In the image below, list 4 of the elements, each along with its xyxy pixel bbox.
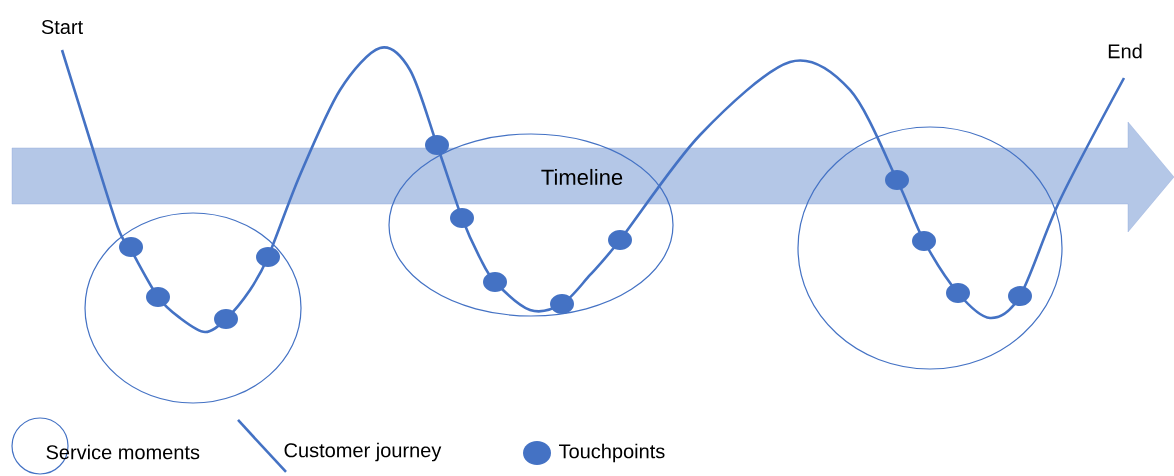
legend-text: Touchpoints bbox=[559, 443, 665, 463]
journey-label: End bbox=[1108, 43, 1142, 59]
journey-label: Start bbox=[41, 19, 83, 35]
legend-text: Customer journey bbox=[284, 442, 442, 462]
